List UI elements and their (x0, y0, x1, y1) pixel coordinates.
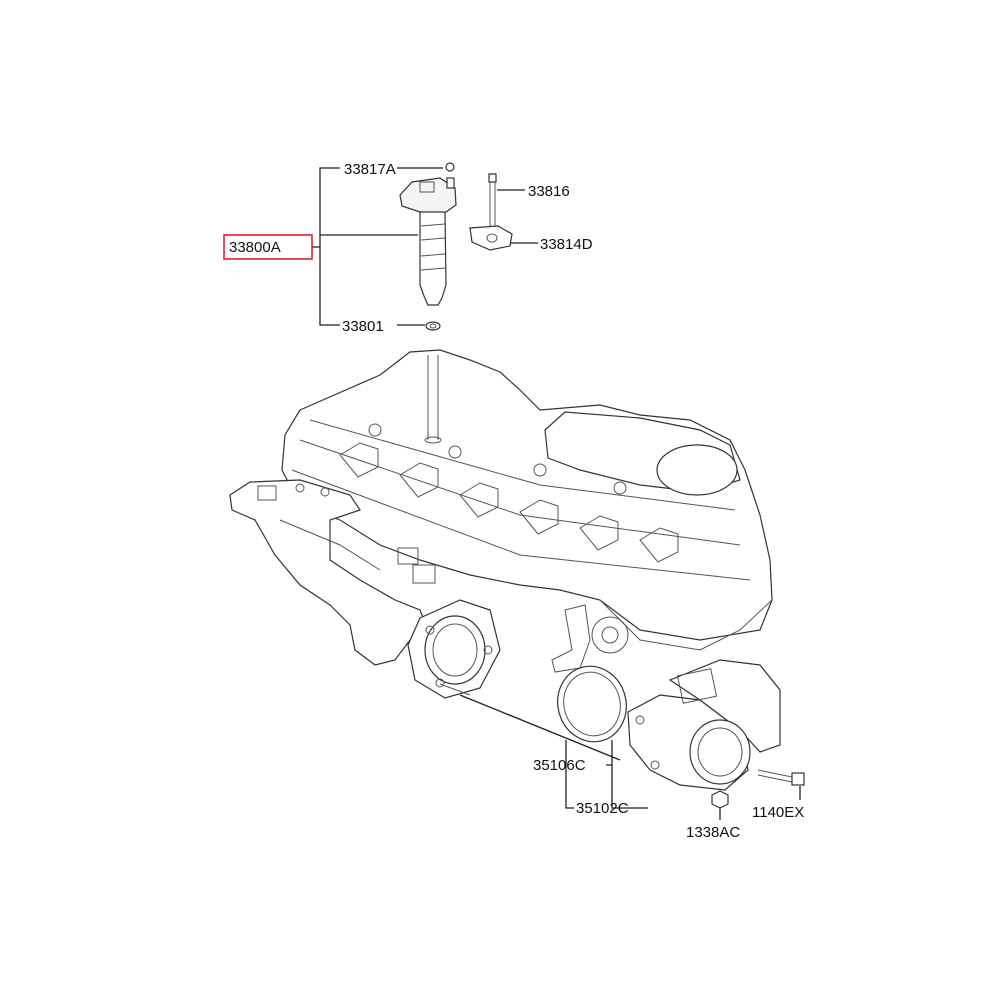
label-35102C[interactable]: 35102C (576, 800, 629, 817)
label-1338AC[interactable]: 1338AC (686, 824, 740, 841)
label-35106C[interactable]: 35106C (533, 757, 586, 774)
label-33814D[interactable]: 33814D (540, 236, 593, 253)
label-1140EX[interactable]: 1140EX (752, 804, 804, 821)
leader-lines (312, 167, 801, 820)
label-33800A[interactable]: 33800A (229, 239, 281, 256)
label-33816[interactable]: 33816 (528, 183, 570, 200)
manifold-flange (407, 599, 501, 699)
throttle-body (627, 659, 805, 809)
intake-manifold (229, 479, 436, 666)
label-33817A[interactable]: 33817A (344, 161, 396, 178)
highlight-box (223, 234, 313, 260)
gasket (557, 665, 627, 743)
part-labels: 33817A 33816 33800A 33814D 33801 35106C … (229, 161, 804, 841)
label-33801[interactable]: 33801 (342, 318, 384, 335)
cylinder-head-cover (281, 349, 773, 673)
injector-assembly (399, 162, 513, 331)
